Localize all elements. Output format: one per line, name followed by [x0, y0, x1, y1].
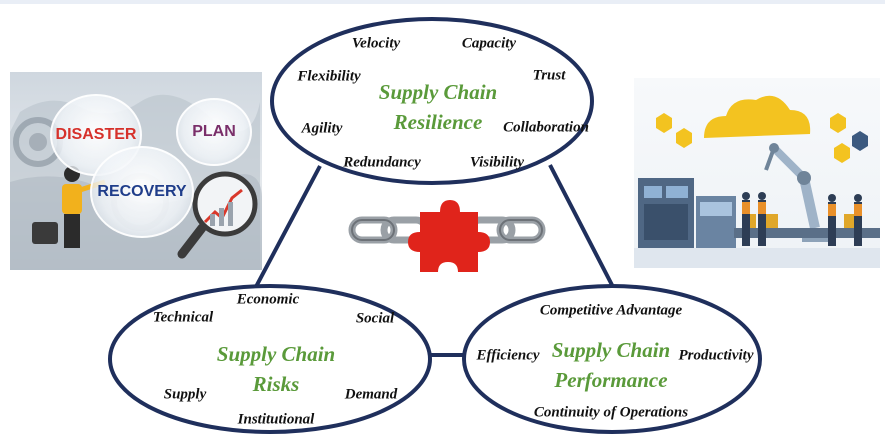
risks-title: Supply Chain Risks — [217, 339, 335, 399]
connector-resilience-risks — [248, 165, 322, 299]
attr-economic: Economic — [236, 291, 300, 308]
factory-automation-illustration — [634, 78, 880, 268]
chain-puzzle-icon — [348, 200, 546, 272]
performance-ellipse — [462, 284, 762, 434]
attr-capacity: Capacity — [461, 35, 517, 52]
resilience-title-line2: Resilience — [393, 110, 483, 134]
recovery-label: RECOVERY — [97, 183, 187, 200]
recovery-bubble: RECOVERY — [90, 146, 194, 238]
top-border — [0, 0, 885, 4]
risks-ellipse — [108, 284, 432, 434]
factory-scene — [634, 95, 880, 268]
attr-redundancy: Redundancy — [343, 154, 421, 171]
attr-institutional: Institutional — [237, 411, 315, 428]
attr-social: Social — [355, 310, 395, 327]
attr-visibility: Visibility — [469, 154, 525, 171]
resilience-title-line1: Supply Chain — [378, 80, 498, 104]
attr-technical: Technical — [152, 309, 214, 326]
attr-velocity: Velocity — [351, 35, 401, 52]
disaster-recovery-illustration: DISASTER PLAN RECOVERY — [10, 72, 262, 270]
attr-efficiency: Efficiency — [476, 347, 540, 364]
attr-agility: Agility — [301, 120, 343, 137]
plan-bubble: PLAN — [176, 98, 252, 166]
risks-title-line2: Risks — [252, 372, 300, 396]
resilience-title: Supply Chain Resilience — [379, 77, 497, 137]
performance-title-line2: Performance — [554, 368, 668, 392]
attr-collaboration: Collaboration — [503, 119, 589, 136]
resilience-ellipse — [270, 17, 594, 185]
plan-label: PLAN — [192, 123, 236, 140]
risks-title-line1: Supply Chain — [216, 342, 336, 366]
connector-resilience-performance — [548, 164, 614, 286]
attr-supply: Supply — [163, 386, 207, 403]
attr-flexibility: Flexibility — [297, 68, 361, 85]
attr-continuity-of-operations: Continuity of Operations — [533, 404, 689, 421]
attr-productivity: Productivity — [678, 347, 754, 364]
attr-trust: Trust — [532, 67, 566, 84]
performance-title: Supply Chain Performance — [552, 335, 670, 395]
attr-demand: Demand — [344, 386, 398, 403]
disaster-label: DISASTER — [55, 126, 137, 143]
performance-title-line1: Supply Chain — [551, 338, 671, 362]
attr-competitive-advantage: Competitive Advantage — [539, 302, 683, 319]
